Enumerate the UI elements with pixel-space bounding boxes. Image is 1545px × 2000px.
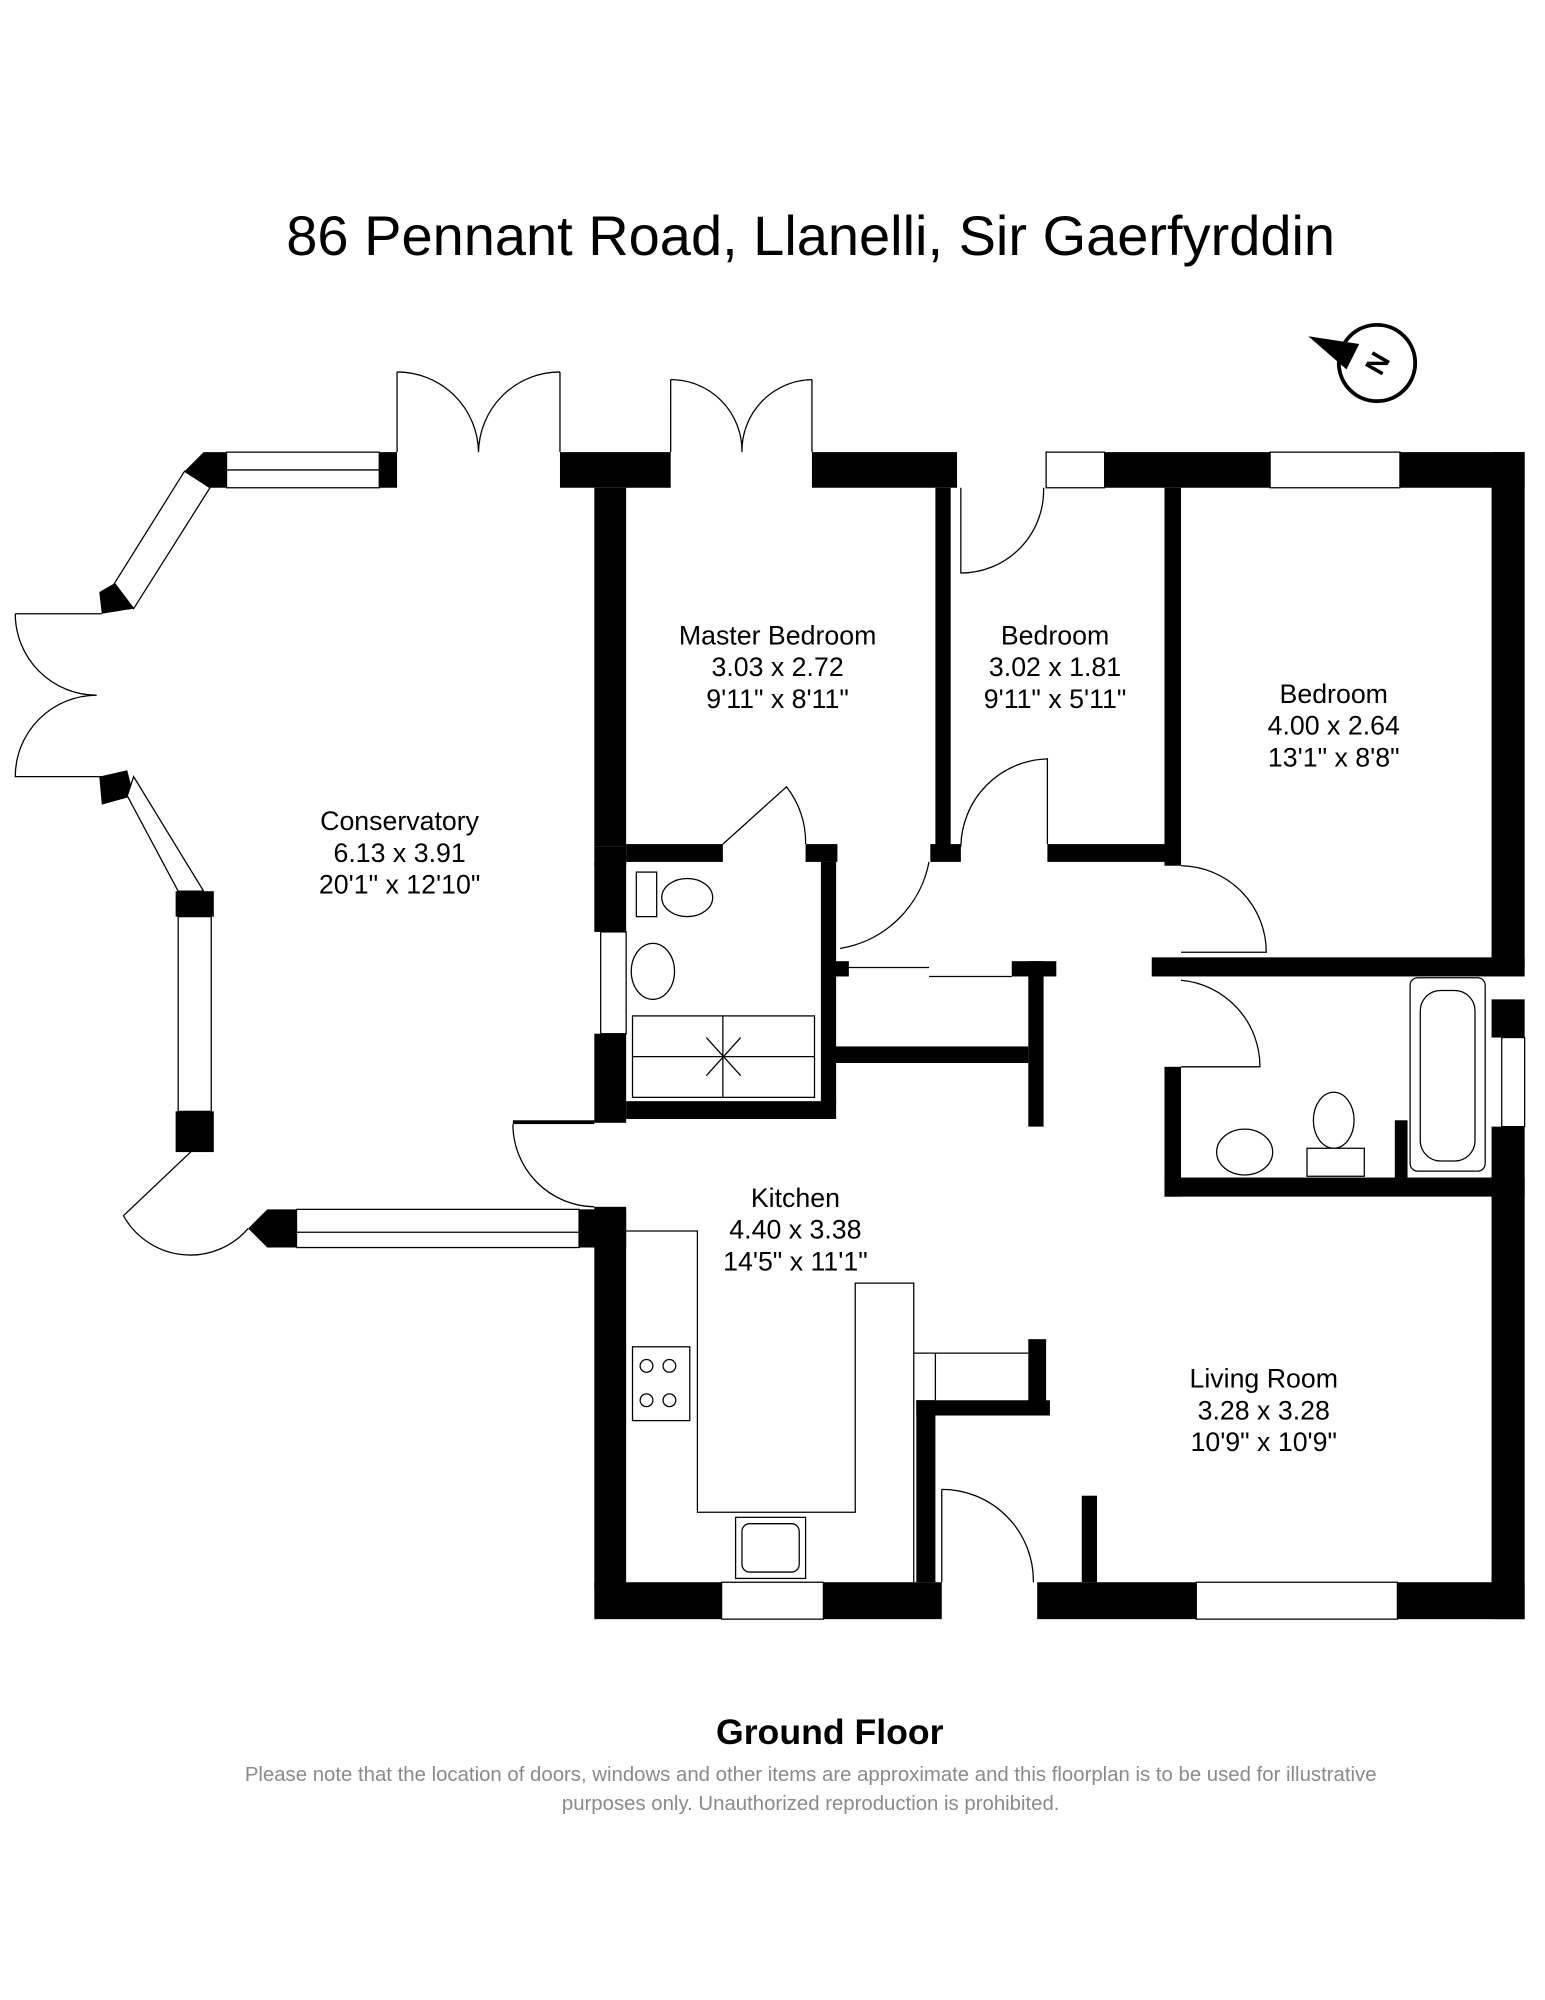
room-name: Conservatory	[320, 806, 480, 836]
room-conservatory: Conservatory 6.13 x 3.91 20'1" x 12'10"	[319, 806, 480, 900]
room-name: Living Room	[1189, 1364, 1338, 1394]
room-living-room: Living Room 3.28 x 3.28 10'9" x 10'9"	[1189, 1364, 1338, 1458]
room-name: Kitchen	[751, 1183, 840, 1213]
room-imperial: 10'9" x 10'9"	[1190, 1427, 1337, 1457]
room-kitchen: Kitchen 4.40 x 3.38 14'5" x 11'1"	[723, 1183, 868, 1277]
room-imperial: 13'1" x 8'8"	[1268, 742, 1400, 772]
room-name: Bedroom	[1001, 620, 1109, 650]
walls	[99, 451, 1526, 1620]
kitchen-worktop	[626, 1230, 915, 1583]
room-master-bedroom: Master Bedroom 3.03 x 2.72 9'11" x 8'11"	[679, 620, 877, 714]
page-title: 86 Pennant Road, Llanelli, Sir Gaerfyrdd…	[286, 204, 1335, 267]
doors	[14, 371, 1267, 1583]
room-imperial: 9'11" x 5'11"	[984, 684, 1127, 714]
room-metric: 3.28 x 3.28	[1198, 1395, 1330, 1425]
bathroom-toilet-icon	[1312, 1091, 1355, 1149]
disclaimer-line-1: Please note that the location of doors, …	[245, 1764, 1377, 1786]
room-metric: 4.40 x 3.38	[729, 1215, 861, 1245]
toilet-icon	[661, 877, 714, 918]
room-bedroom-2: Bedroom 3.02 x 1.81 9'11" x 5'11"	[984, 620, 1127, 714]
hob-icon	[631, 1346, 691, 1422]
disclaimer-line-2: purposes only. Unauthorized reproduction…	[562, 1793, 1060, 1815]
room-bedroom-3: Bedroom 4.00 x 2.64 13'1" x 8'8"	[1268, 679, 1400, 773]
room-metric: 3.03 x 2.72	[711, 652, 843, 682]
bathroom-basin-icon	[1216, 1128, 1274, 1176]
room-metric: 4.00 x 2.64	[1268, 711, 1400, 741]
room-imperial: 14'5" x 11'1"	[723, 1246, 868, 1276]
compass-north-label: N	[1359, 347, 1396, 380]
basin-icon	[630, 942, 676, 1000]
room-imperial: 9'11" x 8'11"	[706, 684, 849, 714]
fixtures	[626, 871, 1486, 1583]
north-compass-icon: N	[1308, 322, 1418, 404]
room-metric: 6.13 x 3.91	[334, 838, 466, 868]
floor-label: Ground Floor	[716, 1712, 944, 1752]
room-imperial: 20'1" x 12'10"	[319, 870, 480, 900]
room-name: Master Bedroom	[679, 620, 877, 650]
room-name: Bedroom	[1280, 679, 1388, 709]
room-metric: 3.02 x 1.81	[989, 652, 1121, 682]
